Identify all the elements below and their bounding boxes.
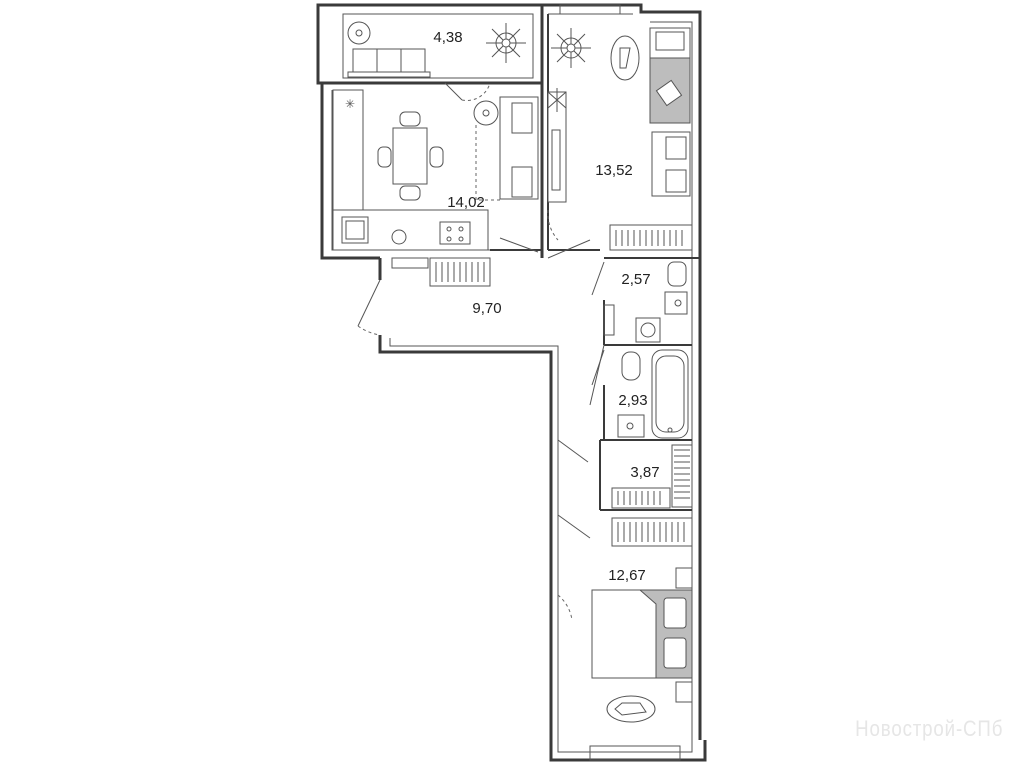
svg-text:✳: ✳ [345, 97, 355, 111]
outer-walls [316, 3, 707, 762]
plant-icon [551, 28, 591, 68]
balcony-furniture [347, 21, 526, 78]
area-labels: 4,38 14,02 13,52 9,70 2,57 2,93 3,87 12,… [433, 29, 659, 584]
partitions [322, 14, 700, 511]
hallway-furniture [391, 257, 491, 287]
bathroom-1-fixtures [603, 261, 688, 343]
area-label-bathroom-1: 2,57 [621, 271, 650, 288]
doors [357, 82, 605, 680]
plant-icon [547, 88, 567, 112]
area-label-balcony: 4,38 [433, 29, 462, 46]
wardrobe-fixtures [611, 444, 693, 509]
area-label-bathroom-2: 2,93 [618, 392, 647, 409]
area-label-bedroom-2: 12,67 [608, 567, 646, 584]
plant-icon [486, 23, 526, 63]
bedroom-2-furniture [591, 517, 693, 723]
area-label-hallway: 9,70 [472, 300, 501, 317]
bedroom-1-furniture [551, 27, 693, 251]
kitchen-furniture: ✳ [332, 88, 567, 251]
watermark: Новострой-СПб [854, 716, 1003, 741]
area-label-bedroom-1: 13,52 [595, 162, 633, 179]
area-label-wardrobe: 3,87 [630, 464, 659, 481]
bathroom-2-fixtures [617, 349, 689, 439]
area-label-kitchen-living: 14,02 [447, 194, 485, 211]
